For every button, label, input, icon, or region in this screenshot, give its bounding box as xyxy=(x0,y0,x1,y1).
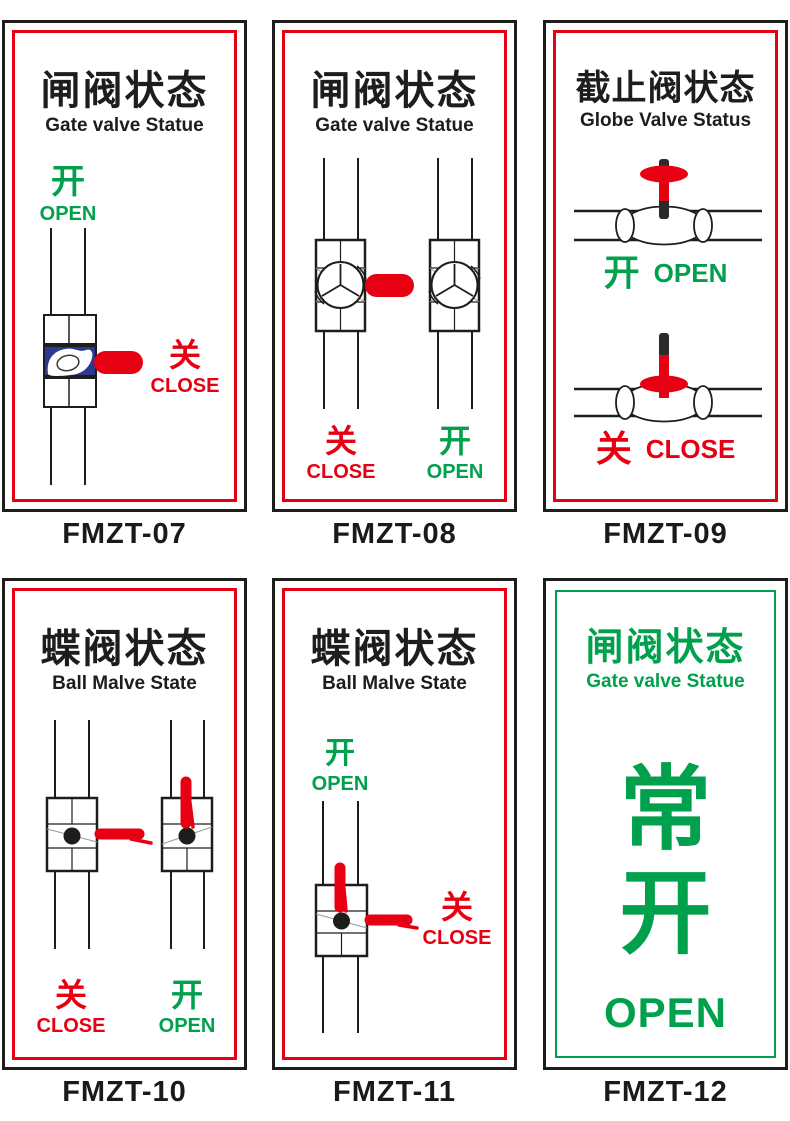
sign-card-butterfly-valves-pair: 蝶阀状态 Ball Malve State xyxy=(2,578,247,1070)
open-label-en: OPEN xyxy=(603,989,728,1036)
open-label: 开 OPEN xyxy=(415,425,495,482)
sign-subtitle: Ball Malve State xyxy=(52,673,197,694)
close-label-en: CLOSE xyxy=(645,434,736,464)
open-label-cn: 开 xyxy=(603,252,640,293)
open-label-en: OPEN xyxy=(39,203,97,225)
right-butterfly-valve-open xyxy=(160,776,214,873)
close-label: 关 CLOSE xyxy=(546,431,785,467)
sign-card-globe-valve: 截止阀状态 Globe Valve Status xyxy=(543,20,788,512)
open-label-cn: 开 xyxy=(170,977,203,1013)
close-label: 关 CLOSE xyxy=(417,891,497,948)
product-code: FMZT-11 xyxy=(332,1076,456,1108)
valve-pivot-dot xyxy=(333,912,350,930)
close-label-cn: 关 xyxy=(595,428,632,469)
valve-pivot-dot xyxy=(63,827,81,845)
sign-title-block: 闸阀状态 Gate valve Statue xyxy=(546,629,785,691)
sign-card-gate-valves-pair: 闸阀状态 Gate valve Statue xyxy=(272,20,517,512)
globe-valve-diagram-icon xyxy=(574,159,762,423)
product-code: FMZT-10 xyxy=(62,1076,187,1108)
red-handle-icon xyxy=(94,351,143,374)
valve-body xyxy=(43,314,97,408)
sign-title: 闸阀状态 xyxy=(310,69,479,113)
sign-fmzt-11: 蝶阀状态 Ball Malve State 开 OPEN xyxy=(272,578,517,1109)
sign-title-block: 截止阀状态 Globe Valve Status xyxy=(546,71,785,130)
open-label-en: OPEN xyxy=(426,461,484,483)
sign-title-block: 闸阀状态 Gate valve Statue xyxy=(5,71,244,135)
close-label-en: CLOSE xyxy=(422,927,492,949)
sign-fmzt-10: 蝶阀状态 Ball Malve State xyxy=(2,578,247,1109)
gate-valves-pair-diagram-icon xyxy=(314,158,481,409)
right-valve-body xyxy=(428,238,481,333)
open-label-en: OPEN xyxy=(311,773,369,795)
sign-title: 蝶阀状态 xyxy=(310,627,479,671)
valve-pivot-dot xyxy=(178,827,196,845)
red-handle-icon xyxy=(365,274,414,297)
open-label: 开 OPEN xyxy=(546,255,785,291)
sign-title: 闸阀状态 xyxy=(585,627,746,669)
butterfly-valve-diagram-icon xyxy=(314,801,419,1033)
open-label-cn: 开 xyxy=(51,163,85,201)
sign-title-block: 闸阀状态 Gate valve Statue xyxy=(275,71,514,135)
sign-title: 截止阀状态 xyxy=(575,69,756,108)
normally-open-big-text: 常开 xyxy=(619,759,712,965)
butterfly-valves-diagram-icon xyxy=(45,720,214,949)
red-handwheel-icon xyxy=(640,375,688,393)
sign-subtitle: Gate valve Statue xyxy=(586,671,745,692)
sign-fmzt-09: 截止阀状态 Globe Valve Status xyxy=(543,20,788,551)
valve-stem xyxy=(659,333,669,357)
open-label-cn: 开 xyxy=(325,737,355,770)
close-label: 关 CLOSE xyxy=(143,339,227,396)
open-label: 开 OPEN xyxy=(147,979,227,1036)
sign-title-block: 蝶阀状态 Ball Malve State xyxy=(5,629,244,693)
left-butterfly-valve-closed xyxy=(45,796,153,873)
flange-icon xyxy=(693,208,713,243)
sign-title-block: 蝶阀状态 Ball Malve State xyxy=(275,629,514,693)
sign-subtitle: Gate valve Statue xyxy=(45,115,204,136)
close-label-cn: 关 xyxy=(54,977,87,1013)
open-label-en: OPEN xyxy=(653,258,728,288)
sign-subtitle: Gate valve Statue xyxy=(315,115,474,136)
close-label-cn: 关 xyxy=(440,889,473,925)
close-label: 关 CLOSE xyxy=(31,979,111,1036)
close-label-en: CLOSE xyxy=(36,1015,106,1037)
gate-valve-closed-diagram-icon xyxy=(43,228,143,485)
sign-title: 闸阀状态 xyxy=(40,69,209,113)
flange-icon xyxy=(615,208,635,243)
close-label-cn: 关 xyxy=(168,337,201,373)
close-label: 关 CLOSE xyxy=(301,425,381,482)
sign-subtitle: Ball Malve State xyxy=(322,673,467,694)
close-label-en: CLOSE xyxy=(306,461,376,483)
product-code: FMZT-08 xyxy=(332,518,457,550)
sign-subtitle: Globe Valve Status xyxy=(579,110,752,131)
open-label: 开 OPEN xyxy=(33,165,103,224)
globe-valve-open xyxy=(574,159,762,246)
valve-stem-pipes xyxy=(50,228,86,485)
red-handwheel-icon xyxy=(640,165,688,183)
flange-icon xyxy=(693,385,713,420)
product-code: FMZT-12 xyxy=(603,1076,728,1108)
product-code: FMZT-07 xyxy=(62,518,187,550)
sign-fmzt-07: 闸阀状态 Gate valve Statue 开 OPEN xyxy=(2,20,247,551)
valve-stem-pipes xyxy=(323,158,473,409)
left-valve-body xyxy=(314,238,367,333)
valve-stem-pipes xyxy=(54,720,205,949)
product-code: FMZT-09 xyxy=(603,518,728,550)
sign-card-gate-valve-closed: 闸阀状态 Gate valve Statue 开 OPEN xyxy=(2,20,247,512)
sign-card-butterfly-valve-both: 蝶阀状态 Ball Malve State 开 OPEN xyxy=(272,578,517,1070)
valve-stem-pipes xyxy=(322,801,359,1033)
globe-valve-closed xyxy=(574,333,762,423)
open-label-en: OPEN xyxy=(158,1015,216,1037)
close-label-cn: 关 xyxy=(324,423,357,459)
sign-title: 蝶阀状态 xyxy=(40,627,209,671)
open-label: 开 OPEN xyxy=(305,737,375,795)
sign-fmzt-08: 闸阀状态 Gate valve Statue xyxy=(272,20,517,551)
sign-card-normally-open: 闸阀状态 Gate valve Statue 常开 OPEN xyxy=(543,578,788,1070)
flange-icon xyxy=(615,385,635,420)
open-label-cn: 开 xyxy=(438,423,471,459)
sign-fmzt-12: 闸阀状态 Gate valve Statue 常开 OPEN FMZT-12 xyxy=(543,578,788,1109)
close-label-en: CLOSE xyxy=(150,375,220,397)
